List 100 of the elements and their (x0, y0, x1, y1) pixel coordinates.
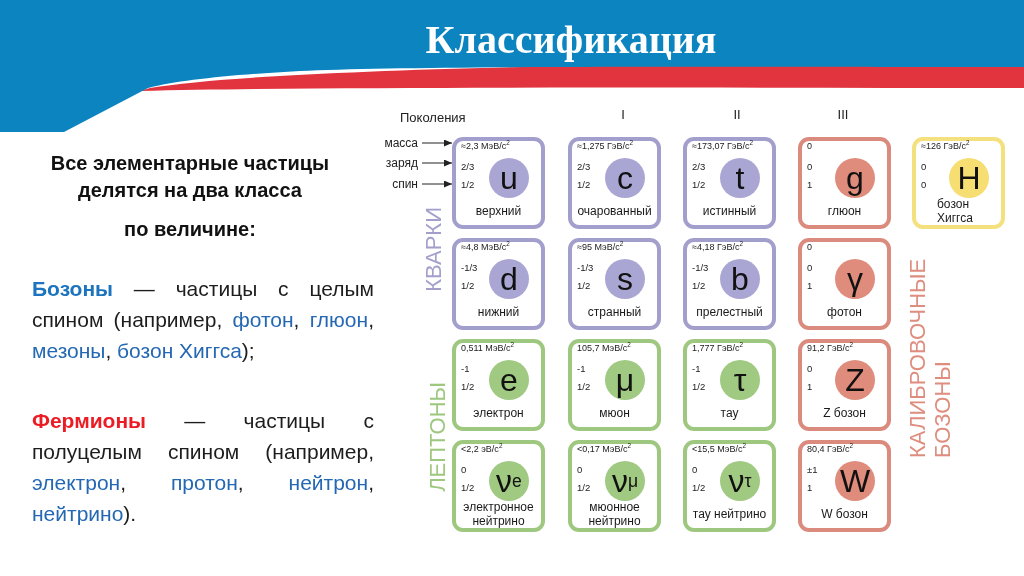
charge-value: 2/3 (461, 161, 475, 172)
charge-value: ±1 (807, 464, 818, 475)
generation-numeral: III (837, 107, 849, 122)
mass-value: ≈173,07 ГэВ/c$^{2}$ (692, 141, 753, 152)
particle-card (683, 339, 776, 431)
charge-value: -1/3 (461, 262, 478, 273)
mass-value: ≈2,3 МэВ/c$^{2}$ (461, 141, 510, 152)
particle-name: глюон (827, 203, 862, 218)
column-heading: Поколения (400, 110, 466, 125)
particle-name: нижний (477, 304, 520, 319)
mass-value: ≈1,275 ГэВ/c$^{2}$ (577, 141, 633, 152)
particle-symbol: c (605, 158, 645, 198)
property-label: заряд (385, 156, 418, 170)
spin-value: 1/2 (577, 482, 591, 493)
spin-value: 1 (807, 280, 813, 291)
particle-symbol: b (720, 259, 760, 299)
charge-value: 0 (461, 464, 467, 475)
particle-card (452, 137, 545, 229)
particle-name: очарованный (577, 203, 652, 218)
particle-card (452, 339, 545, 431)
particle-name: W бозон (821, 506, 868, 521)
arrow (421, 159, 453, 167)
mass-value: 0 (807, 242, 812, 253)
generation-numeral: II (733, 107, 741, 122)
charge-value: 2/3 (692, 161, 706, 172)
property-label: масса (384, 136, 418, 150)
charge-value: -1 (461, 363, 470, 374)
spin-value: 1/2 (461, 280, 475, 291)
spin-value: 1/2 (577, 280, 591, 291)
particle-card (568, 339, 661, 431)
mass-value: <2,2 эВ/c$^{2}$ (461, 444, 503, 455)
arrow (421, 180, 453, 188)
particle-card (683, 440, 776, 532)
charge-value: 0 (807, 262, 813, 273)
mass-value: 91,2 ГэВ/c$^{2}$ (807, 343, 853, 354)
spin-value: 1 (807, 179, 813, 190)
particle-symbol: τ (720, 360, 760, 400)
particle-name: мюон (599, 405, 630, 420)
particle-symbol: H (949, 158, 989, 198)
charge-value: 2/3 (577, 161, 591, 172)
definition-paragraph: Фермионы — частицы с полуцелым спином (например, электрон, протон, нейтрон, нейтрино). (32, 409, 374, 525)
particle-symbol: e (489, 360, 529, 400)
particle-name: Z бозон (823, 405, 866, 420)
charge-value: 0 (921, 161, 927, 172)
spin-value: 1/2 (461, 381, 475, 392)
particle-name: тау нейтрино (692, 506, 767, 521)
intro-text: Все элементарные частицы делятся на два класса (50, 152, 330, 201)
charge-value: 0 (577, 464, 583, 475)
particle-card (683, 137, 776, 229)
particle-card (683, 238, 776, 330)
mass-value: ≈126 ГэВ/c$^{2}$ (921, 141, 970, 152)
spin-value: 1 (807, 381, 813, 392)
property-label: спин (392, 177, 418, 191)
mass-value: 0 (807, 141, 812, 152)
spin-value: 1/2 (577, 381, 591, 392)
particle-symbol: μ (605, 360, 645, 400)
mass-value: 0,511 МэВ/c$^{2}$ (461, 343, 515, 354)
spin-value: 1/2 (692, 280, 706, 291)
particle-name: странный (587, 304, 642, 319)
particle-card (568, 440, 661, 532)
spin-value: 0 (921, 179, 927, 190)
mass-value: 105,7 МэВ/c$^{2}$ (577, 343, 631, 354)
spin-value: 1/2 (577, 179, 591, 190)
charge-value: 0 (807, 161, 813, 172)
particle-card (452, 440, 545, 532)
particle-symbol: t (720, 158, 760, 198)
spin-value: 1/2 (461, 179, 475, 190)
spin-value: 1/2 (461, 482, 475, 493)
particle-symbol: d (489, 259, 529, 299)
mass-value: 80,4 ГэВ/c$^{2}$ (807, 444, 853, 455)
definition-paragraph: Бозоны — частицы с целым спином (например, фотон, глюон, мезоны, бозон Хиггса); (32, 277, 374, 362)
particle-card (798, 137, 891, 229)
arrow (421, 139, 453, 147)
charge-value: 0 (692, 464, 698, 475)
mass-value: ≈4,8 МэВ/c$^{2}$ (461, 242, 510, 253)
particle-symbol: u (489, 158, 529, 198)
particle-symbol: Z (835, 360, 875, 400)
particle-name: истинный (702, 203, 757, 218)
spin-value: 1/2 (692, 482, 706, 493)
spin-value: 1 (807, 482, 813, 493)
group-label: ЛЕПТОНЫ (425, 382, 450, 492)
mass-value: <0,17 МэВ/c$^{2}$ (577, 444, 631, 455)
charge-value: -1/3 (577, 262, 594, 273)
particle-card (912, 137, 1005, 229)
particle-card (798, 339, 891, 431)
spin-value: 1/2 (692, 179, 706, 190)
particle-card (568, 238, 661, 330)
particle-name: мюонное нейтрино (588, 499, 641, 528)
charge-value: -1 (577, 363, 586, 374)
subheading-text: по величине: (124, 217, 256, 242)
particle-card (798, 238, 891, 330)
particle-symbol: γ (835, 259, 875, 299)
charge-value: -1 (692, 363, 701, 374)
particle-name: электронное нейтрино (463, 499, 534, 528)
particle-symbol: s (605, 259, 645, 299)
spin-value: 1/2 (692, 381, 706, 392)
charge-value: 0 (807, 363, 813, 374)
mass-value: ≈4,18 ГэВ/c$^{2}$ (692, 242, 743, 253)
mass-value: ≈95 МэВ/c$^{2}$ (577, 242, 624, 253)
particle-card (452, 238, 545, 330)
